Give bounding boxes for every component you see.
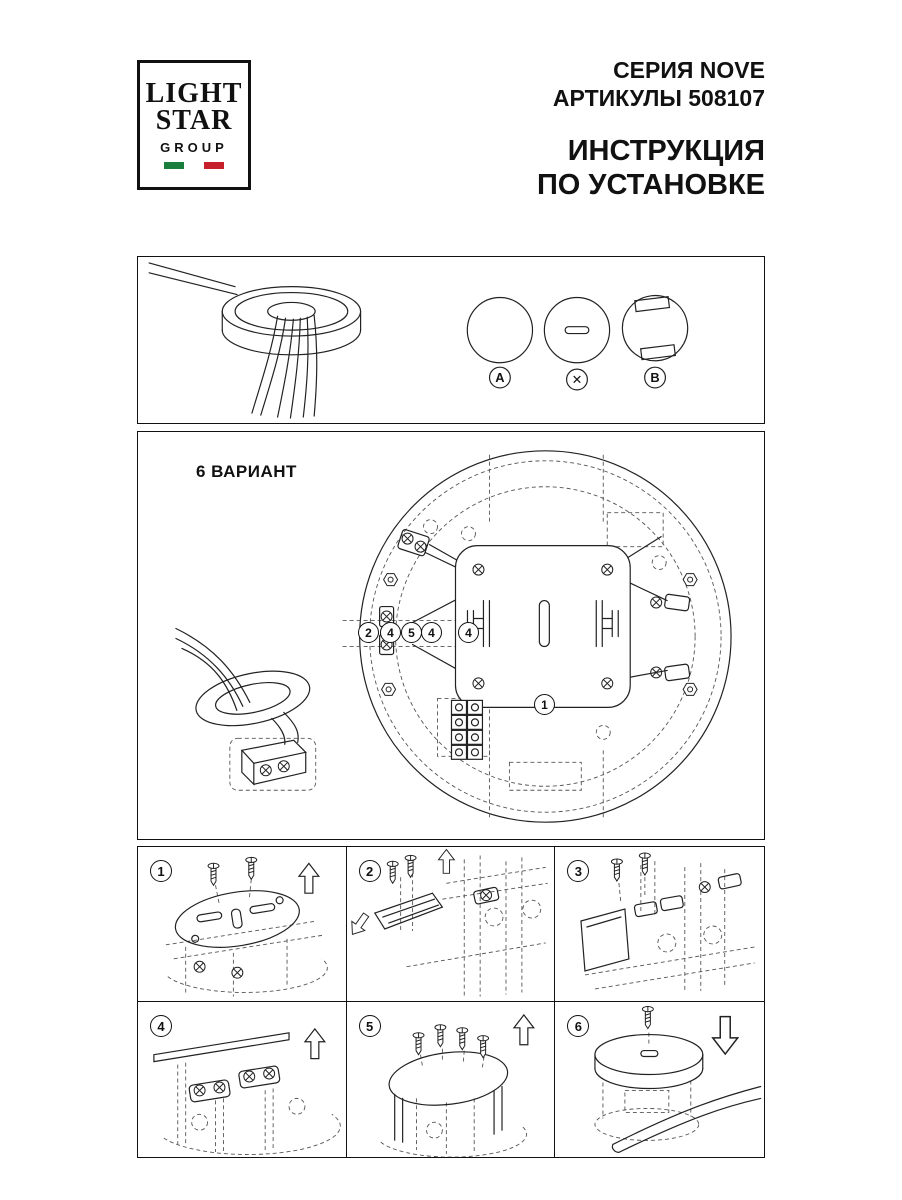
step-4-drawing — [153, 1028, 341, 1155]
canopy-assembly-drawing — [175, 627, 311, 786]
flag-white-segment — [184, 161, 204, 169]
callout-4a: 4 — [380, 622, 401, 643]
mounting-plate-drawing — [454, 545, 631, 708]
callout-4c: 4 — [458, 622, 479, 643]
step-1: 1 — [138, 847, 347, 1002]
italian-flag-icon — [164, 161, 224, 169]
title-line-2: ПО УСТАНОВКЕ — [536, 169, 765, 202]
articles-label: АРТИКУЛЫ 508107 — [552, 85, 765, 112]
callout-5: 5 — [401, 622, 422, 643]
step-3-number: 3 — [567, 860, 590, 882]
header-text: СЕРИЯ NOVE АРТИКУЛЫ 508107 ИНСТРУКЦИЯ ПО… — [537, 56, 765, 203]
screw-head-b-drawing — [621, 294, 689, 362]
step-4: 4 — [138, 1002, 347, 1157]
logo-word-star: STAR — [155, 105, 233, 136]
step-2-drawing — [346, 848, 548, 997]
flag-red-segment — [204, 161, 224, 169]
step-4-number: 4 — [150, 1015, 172, 1037]
logo-word-group: GROUP — [160, 139, 228, 155]
step-5-number: 5 — [358, 1015, 381, 1037]
callout-1: 1 — [534, 694, 555, 715]
title-line-1: ИНСТРУКЦИЯ — [567, 135, 765, 168]
flag-green-segment — [164, 161, 184, 169]
step-5: 5 — [347, 1002, 556, 1157]
terminal-block-drawing — [450, 699, 484, 760]
page-title: ИНСТРУКЦИЯ ПО УСТАНОВКЕ — [537, 134, 765, 202]
label-cross-icon: ✕ — [572, 372, 583, 387]
ceiling-canopy-drawing — [148, 262, 362, 419]
step-2-number: 2 — [358, 860, 381, 882]
screw-head-slotted-drawing — [543, 296, 611, 364]
step-6: 6 — [555, 1002, 764, 1157]
variant-panel: 6 ВАРИАНТ 2 4 5 4 4 1 — [137, 431, 765, 840]
lightstar-logo: LIGHT STAR GROUP — [137, 60, 251, 190]
step-6-drawing — [594, 1005, 762, 1153]
step-1-drawing — [165, 856, 328, 997]
option-labels: A ✕ B — [488, 366, 667, 391]
step-5-drawing — [380, 1014, 535, 1157]
callout-2: 2 — [358, 622, 379, 643]
step-3-drawing — [580, 852, 756, 993]
label-b: B — [650, 370, 659, 385]
variant-diagram — [175, 450, 732, 823]
label-a: A — [495, 370, 504, 385]
canopy-and-screw-heads-drawing: A ✕ B — [148, 262, 689, 419]
step-6-number: 6 — [567, 1015, 590, 1037]
series-label: СЕРИЯ NOVE — [613, 57, 765, 83]
variant-title: 6 ВАРИАНТ — [196, 462, 297, 481]
screw-head-a-drawing — [466, 296, 534, 364]
callout-4b: 4 — [421, 622, 442, 643]
step-3: 3 — [555, 847, 764, 1002]
installation-steps-grid: 1 — [137, 846, 765, 1158]
screw-options-panel: A ✕ B — [137, 256, 765, 424]
step-2: 2 — [346, 847, 556, 1002]
step-1-number: 1 — [150, 860, 172, 882]
logo-word-light: LIGHT — [145, 78, 243, 110]
